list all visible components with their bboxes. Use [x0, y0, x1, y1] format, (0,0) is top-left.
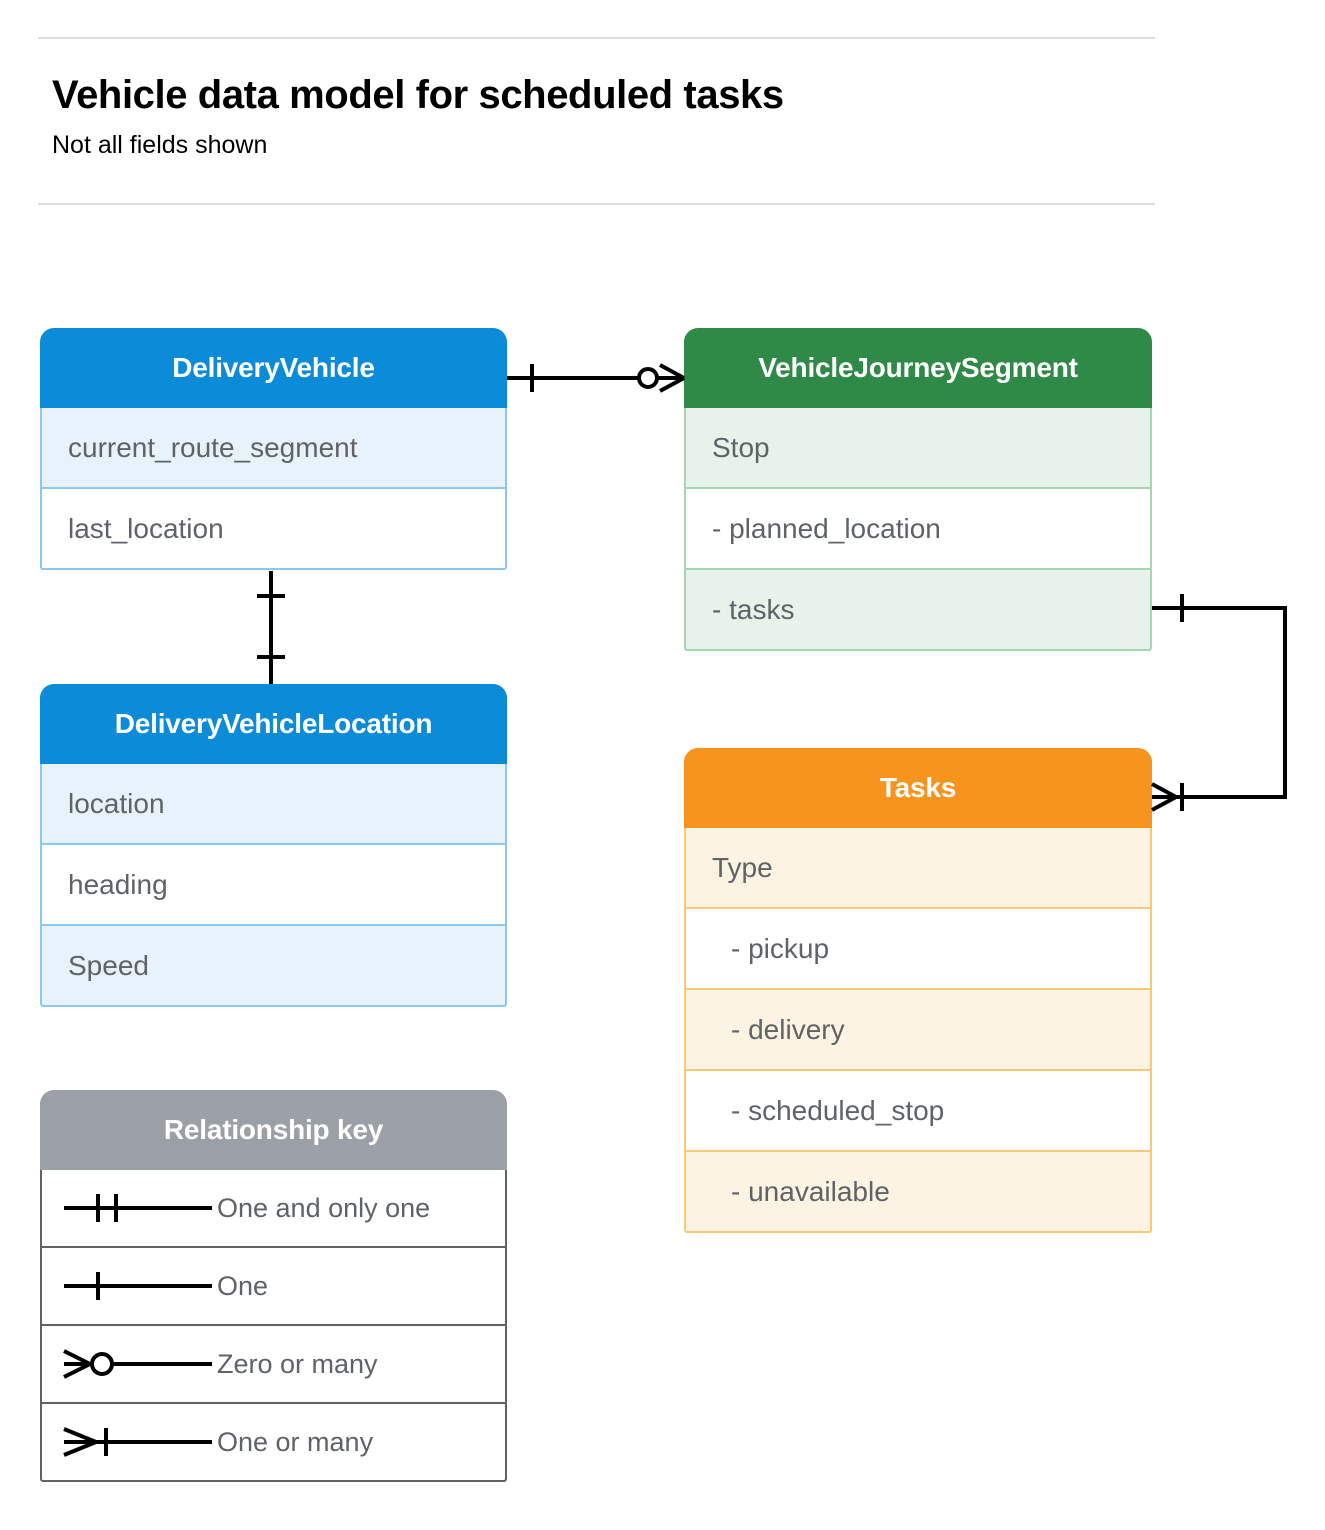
zero-or-many-icon — [42, 1344, 217, 1384]
entity-field-row: location — [40, 764, 507, 845]
connector-vehiclejourneysegment-tasks — [1151, 594, 1287, 812]
entity-field-row: current_route_segment — [40, 408, 507, 489]
legend-title: Relationship key — [40, 1090, 507, 1170]
one-and-only-one-icon — [42, 1188, 217, 1228]
legend-item-label: Zero or many — [217, 1348, 378, 1379]
connector-deliveryvehicle-deliveryvehiclelocation — [257, 571, 285, 684]
legend-item-zero-or-many: Zero or many — [40, 1326, 507, 1404]
entity-title-delivery-vehicle: DeliveryVehicle — [40, 328, 507, 408]
entity-field-row: - pickup — [684, 909, 1152, 990]
page-subtitle: Not all fields shown — [52, 131, 268, 159]
one-or-many-icon — [42, 1422, 217, 1462]
entity-title-tasks: Tasks — [684, 748, 1152, 828]
entity-field-row: - unavailable — [684, 1152, 1152, 1233]
entity-tasks[interactable]: Tasks Type - pickup - delivery - schedul… — [684, 748, 1152, 1233]
entity-field-row: Type — [684, 828, 1152, 909]
one-icon — [42, 1266, 217, 1306]
legend-item-label: One and only one — [217, 1192, 431, 1223]
entity-field-row: heading — [40, 845, 507, 926]
entity-field-row: - delivery — [684, 990, 1152, 1071]
legend-item-label: One or many — [217, 1426, 374, 1457]
header-rule-bottom — [38, 203, 1155, 205]
entity-vehicle-journey-segment[interactable]: VehicleJourneySegment Stop - planned_loc… — [684, 328, 1152, 651]
header-rule-top — [38, 37, 1155, 39]
entity-field-row: last_location — [40, 489, 507, 570]
connector-deliveryvehicle-vehiclejourneysegment — [507, 363, 685, 393]
entity-field-row: Stop — [684, 408, 1152, 489]
entity-field-row: - scheduled_stop — [684, 1071, 1152, 1152]
entity-field-row: - planned_location — [684, 489, 1152, 570]
entity-title-vehicle-journey-segment: VehicleJourneySegment — [684, 328, 1152, 408]
relationship-key-legend[interactable]: Relationship key One and only one One — [40, 1090, 507, 1482]
legend-item-one: One — [40, 1248, 507, 1326]
entity-field-row: Speed — [40, 926, 507, 1007]
entity-field-row: - tasks — [684, 570, 1152, 651]
legend-item-one-or-many: One or many — [40, 1404, 507, 1482]
entity-delivery-vehicle[interactable]: DeliveryVehicle current_route_segment la… — [40, 328, 507, 570]
entity-title-delivery-vehicle-location: DeliveryVehicleLocation — [40, 684, 507, 764]
legend-item-label: One — [217, 1270, 269, 1301]
page-title: Vehicle data model for scheduled tasks — [52, 73, 784, 117]
legend-item-one-and-only-one: One and only one — [40, 1170, 507, 1248]
entity-delivery-vehicle-location[interactable]: DeliveryVehicleLocation location heading… — [40, 684, 507, 1007]
